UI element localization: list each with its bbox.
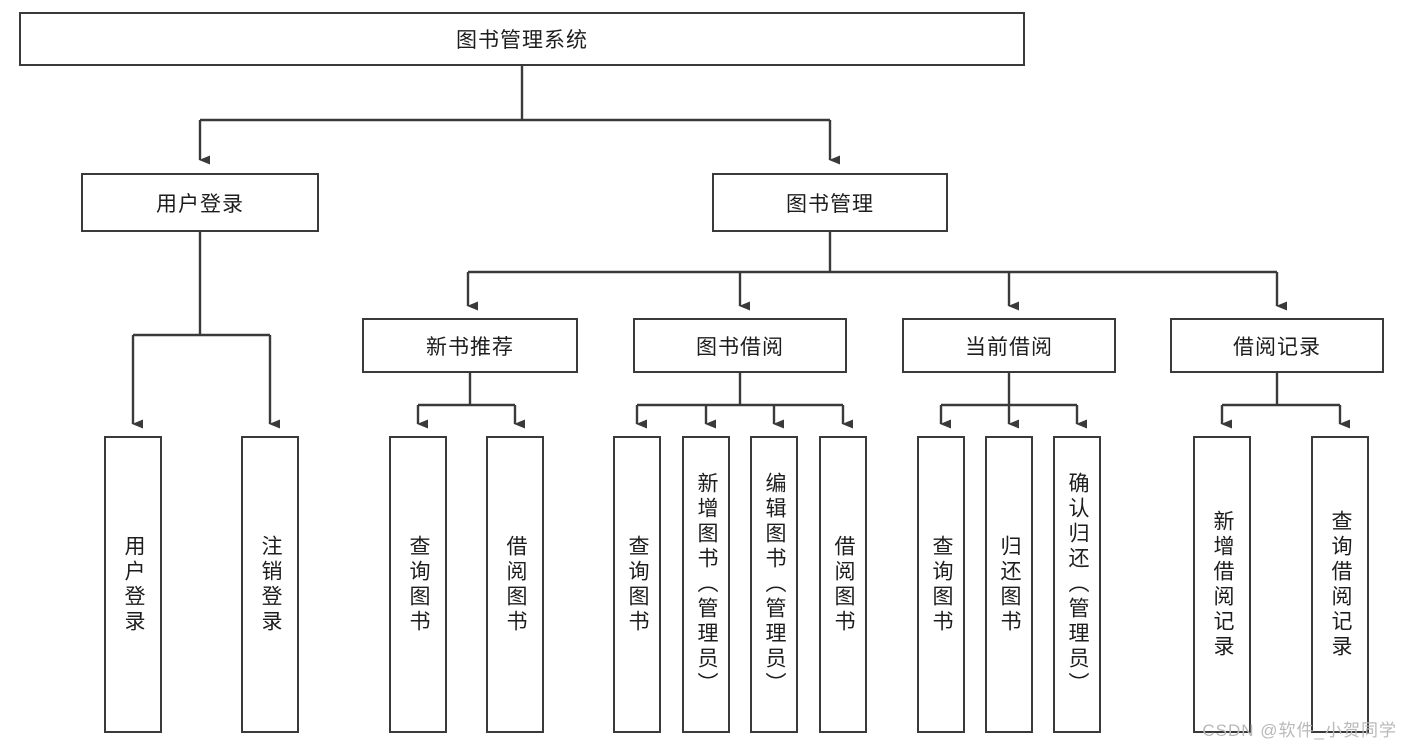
node-label: 借阅图书 [832,534,856,635]
leaf-query-book-borrow[interactable]: 查询图书 [613,436,661,733]
leaf-add-book-admin[interactable]: 新增图书（管理员） [682,436,730,733]
node-label: 新增借阅记录 [1211,509,1235,660]
node-root[interactable]: 图书管理系统 [19,12,1025,66]
node-label: 当前借阅 [965,335,1053,359]
leaf-user-login[interactable]: 用户登录 [104,436,162,733]
leaf-logout[interactable]: 注销登录 [241,436,299,733]
node-label: 图书管理 [786,192,874,216]
node-label: 借阅记录 [1233,335,1321,359]
leaf-query-book-recommend[interactable]: 查询图书 [389,436,447,733]
node-label: 注销登录 [259,534,283,635]
node-label: 查询图书 [930,534,954,635]
node-label: 借阅图书 [504,534,528,635]
node-label: 确认归还（管理员） [1066,472,1090,697]
node-new-book-recommend[interactable]: 新书推荐 [362,318,578,373]
node-borrow-record[interactable]: 借阅记录 [1170,318,1384,373]
leaf-borrow-book[interactable]: 借阅图书 [819,436,867,733]
node-label: 归还图书 [998,534,1022,635]
node-user-login[interactable]: 用户登录 [81,173,319,232]
leaf-borrow-book-recommend[interactable]: 借阅图书 [486,436,544,733]
node-label: 图书借阅 [696,335,784,359]
node-label: 用户登录 [156,192,244,216]
leaf-confirm-return-admin[interactable]: 确认归还（管理员） [1053,436,1101,733]
watermark-text: CSDN @软件_小贺同学 [1202,721,1397,740]
node-label: 新书推荐 [426,335,514,359]
node-label: 查询图书 [626,534,650,635]
node-label: 图书管理系统 [456,29,588,52]
node-label: 用户登录 [122,534,146,635]
leaf-query-book-current[interactable]: 查询图书 [917,436,965,733]
leaf-return-book[interactable]: 归还图书 [985,436,1033,733]
node-book-management[interactable]: 图书管理 [712,173,948,232]
node-label: 编辑图书（管理员） [763,472,787,697]
node-book-borrow[interactable]: 图书借阅 [633,318,847,373]
leaf-add-borrow-record[interactable]: 新增借阅记录 [1193,436,1251,733]
node-label: 新增图书（管理员） [695,472,719,697]
node-label: 查询借阅记录 [1329,509,1353,660]
leaf-query-borrow-record[interactable]: 查询借阅记录 [1311,436,1369,733]
node-current-borrow[interactable]: 当前借阅 [902,318,1116,373]
node-label: 查询图书 [407,534,431,635]
leaf-edit-book-admin[interactable]: 编辑图书（管理员） [750,436,798,733]
